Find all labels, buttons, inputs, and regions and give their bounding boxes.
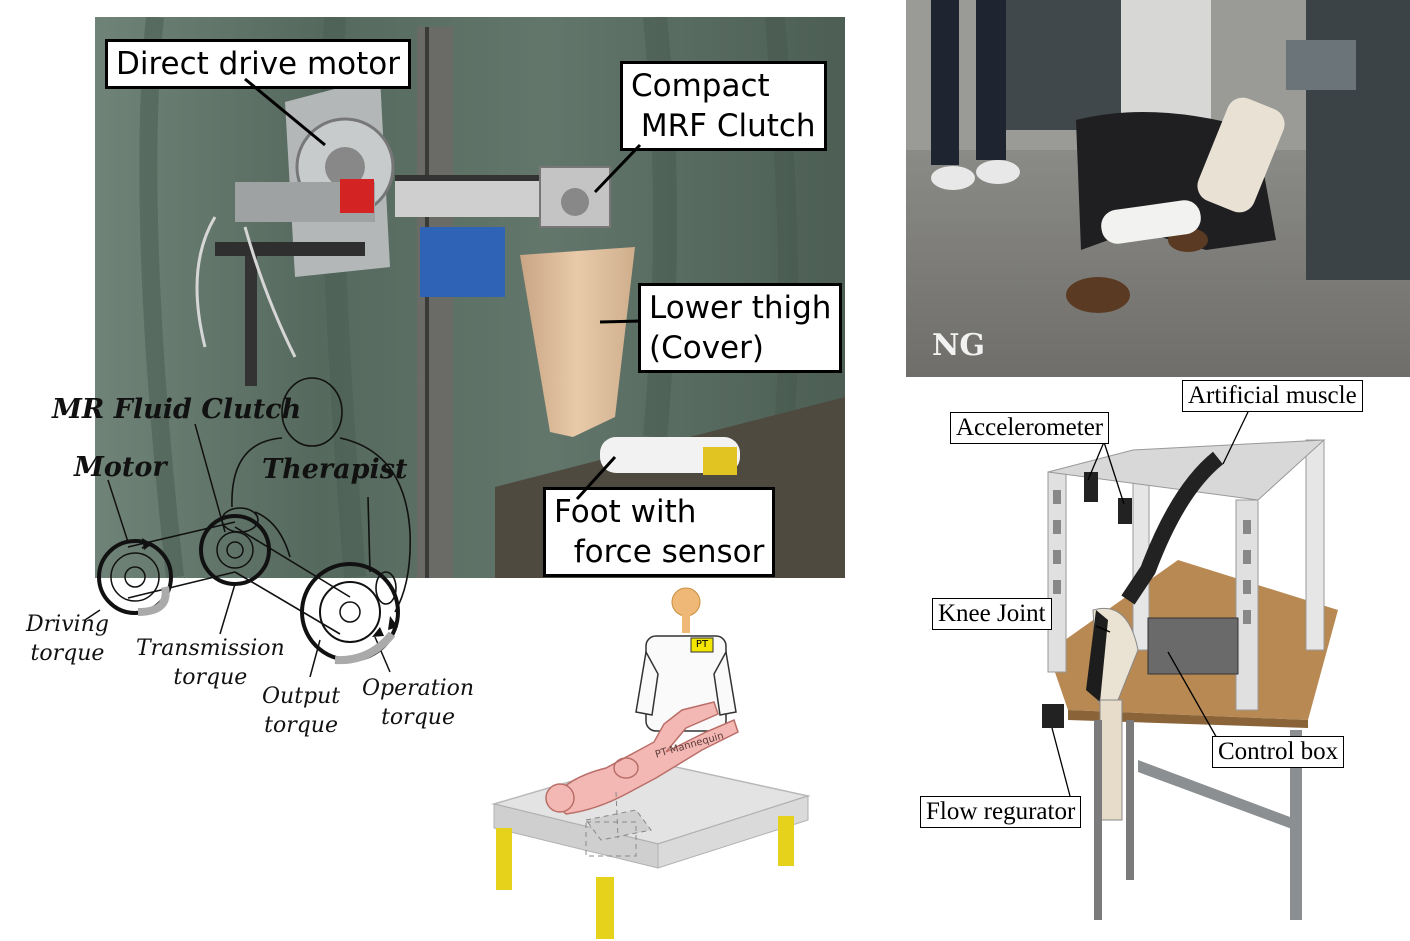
driving-torque-label: Driving torque: [26, 612, 109, 666]
control-box-label: Control box: [1212, 736, 1345, 768]
mr-fluid-clutch-label: MR Fluid Clutch: [52, 394, 302, 425]
foot-force-sensor-label: Foot with force sensor: [543, 487, 776, 577]
accelerometer-label: Accelerometer: [950, 412, 1110, 444]
compact-mrf-clutch-label: Compact MRF Clutch: [620, 61, 827, 151]
artificial-muscle-label: Artificial muscle: [1182, 380, 1363, 412]
test-rig-photo: Artificial muscle Accelerometer Knee Joi…: [918, 380, 1410, 941]
pt-badge: PT: [695, 639, 709, 650]
prototype-photo: Direct drive motor Compact MRF Clutch Lo…: [95, 17, 845, 578]
output-torque-label: Output torque: [262, 684, 341, 738]
flow-regurator-label: Flow regurator: [920, 796, 1082, 828]
direct-drive-motor-label: Direct drive motor: [105, 39, 412, 89]
video-still-drawing: [906, 0, 1410, 377]
operation-torque-label: Operation torque: [362, 676, 475, 730]
mannequin-drawing: [491, 587, 811, 939]
clutch-sketch-drawing: [84, 377, 412, 678]
ng-overlay-text: NG: [932, 328, 986, 363]
pt-mannequin-illustration: PT PT Mannequin: [486, 582, 816, 941]
trainee-video-still: NG: [906, 0, 1410, 377]
knee-joint-label: Knee Joint: [932, 598, 1052, 630]
motor-label: Motor: [74, 452, 167, 483]
therapist-label: Therapist: [262, 454, 408, 485]
test-rig-drawing: [918, 380, 1410, 941]
lower-thigh-label: Lower thigh (Cover): [638, 283, 843, 373]
clutch-sketch: MR Fluid Clutch Motor Therapist Driving …: [20, 372, 490, 752]
transmission-torque-label: Transmission torque: [136, 636, 285, 690]
